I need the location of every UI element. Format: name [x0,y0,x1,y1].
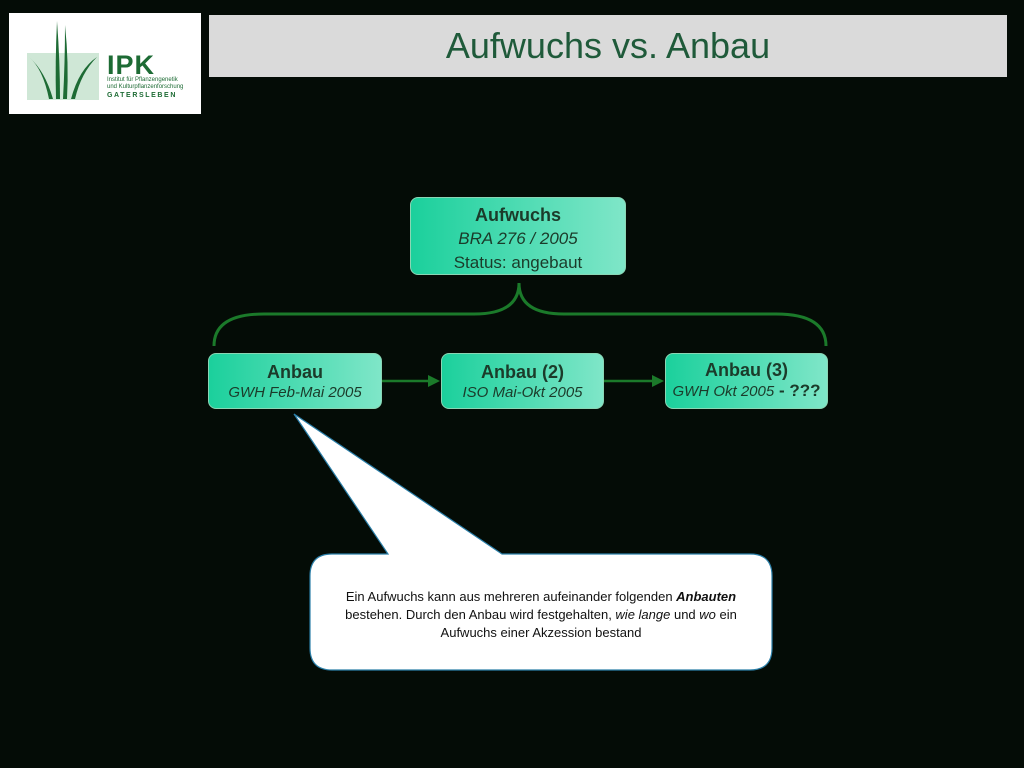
anbau-1-detail: GWH Feb-Mai 2005 [228,384,362,401]
anbau-node-2: Anbau (2) ISO Mai-Okt 2005 [441,353,604,409]
anbau-1-title: Anbau [267,362,323,382]
arrowhead-2 [652,375,664,387]
logo-name: IPK [107,50,156,80]
title-bar: Aufwuchs vs. Anbau [209,15,1007,77]
callout-part-2: bestehen. Durch den Anbau wird festgehal… [345,607,616,622]
anbau-node-3: Anbau (3) GWH Okt 2005 - ??? [665,353,828,409]
callout-part-3: ein Aufwuchs einer Akzession bestand [440,607,737,640]
aufwuchs-id: BRA 276 / 2005 [458,229,578,248]
anbau-2-title: Anbau (2) [481,362,564,382]
anbau-2-detail: ISO Mai-Okt 2005 [462,384,583,401]
callout-wie-lange: wie lange [615,607,671,622]
logo-text: IPK Institut für Pflanzengenetik und Kul… [107,50,184,100]
callout-wo: wo [699,607,716,622]
page-title: Aufwuchs vs. Anbau [445,25,771,66]
brace-connector [212,282,828,347]
callout-part-1: Ein Aufwuchs kann aus mehreren aufeinand… [345,589,677,604]
logo-place: GATERSLEBEN [107,92,177,99]
grass-logo-icon [27,21,99,100]
anbau-3-detail-line: GWH Okt 2005 - ??? [666,381,827,402]
callout-und: und [670,607,700,622]
callout-anbauten: Anbauten [676,589,737,604]
anbau-3-detail: GWH Okt 2005 [672,383,775,400]
anbau-3-title: Anbau (3) [705,360,788,380]
anbau-3-unknown: - ??? [774,381,821,400]
callout-text: Ein Aufwuchs kann aus mehreren aufeinand… [320,588,762,642]
aufwuchs-status: Status: angebaut [453,253,583,272]
logo-line-2: und Kulturpflanzenforschung [107,84,184,90]
ipk-logo: IPK Institut für Pflanzengenetik und Kul… [9,13,201,114]
callout-bubble [293,413,773,671]
aufwuchs-node: Aufwuchs BRA 276 / 2005 Status: angebaut [410,197,626,275]
anbau-node-1: Anbau GWH Feb-Mai 2005 [208,353,382,409]
arrowhead-1 [428,375,440,387]
aufwuchs-title: Aufwuchs [474,205,561,225]
logo-line-1: Institut für Pflanzengenetik [107,77,178,83]
